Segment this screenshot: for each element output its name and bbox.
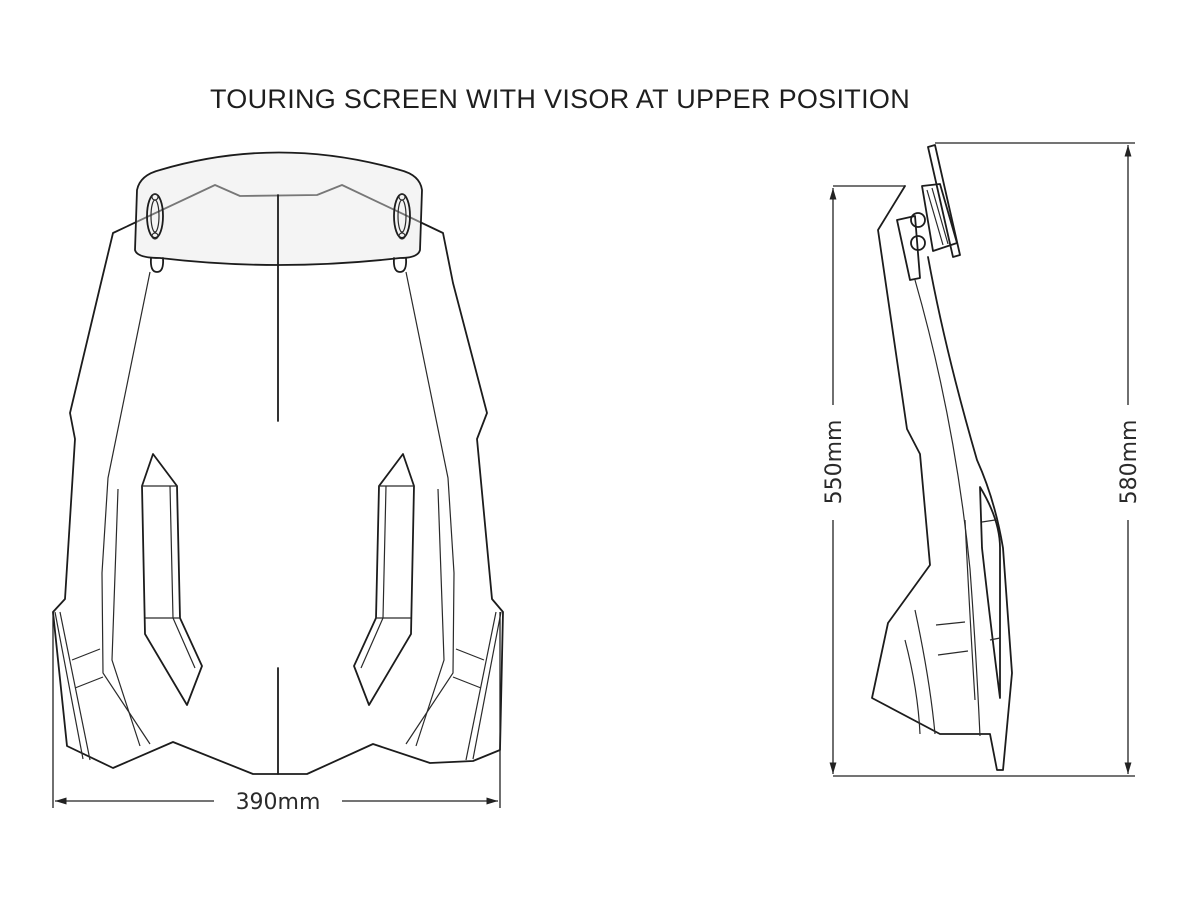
side-screen-outline [871,185,1013,771]
front-view: 390mm [52,151,504,815]
side-view: 550mm 580mm [822,142,1142,777]
screen-outline [52,184,504,775]
screen-height-label: 550mm [822,420,847,505]
vent-slot-left [141,453,203,706]
drawing-title: TOURING SCREEN WITH VISOR AT UPPER POSIT… [210,84,910,114]
mount-knob-upper [910,212,926,228]
mount-knob-lower [910,235,926,251]
visor-side [927,144,961,258]
mount-plate [896,215,921,281]
bracket-block [921,183,958,252]
side-vent-slot [979,486,1001,699]
width-dimension-label: 390mm [236,790,321,815]
vent-slot-right [353,453,415,706]
total-height-label: 580mm [1117,420,1142,505]
